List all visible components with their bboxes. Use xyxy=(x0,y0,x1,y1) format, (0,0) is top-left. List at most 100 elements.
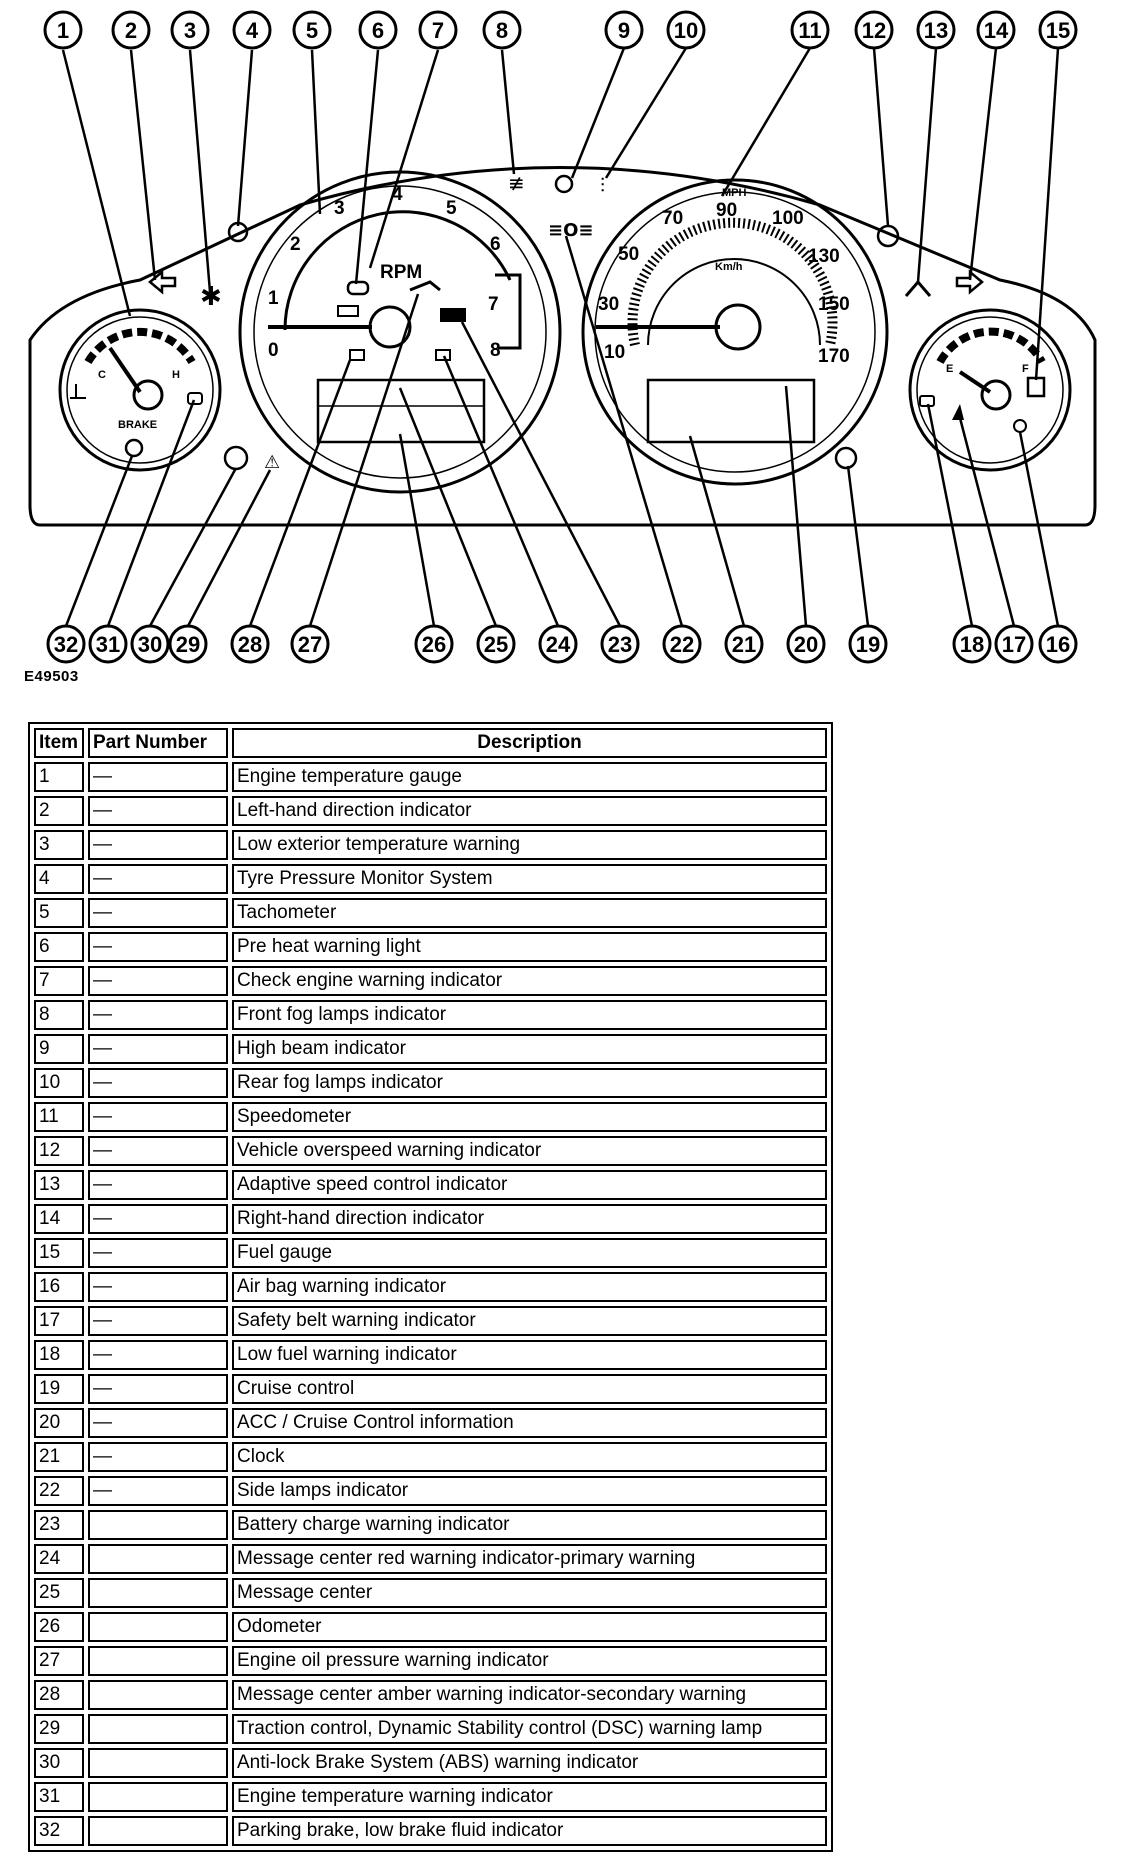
cell-item: 5 xyxy=(34,898,84,928)
svg-text:27: 27 xyxy=(298,632,322,657)
callout-12: 12 xyxy=(854,10,894,50)
cell-description: High beam indicator xyxy=(232,1034,827,1064)
speedo-kmh-unit: Km/h xyxy=(715,261,743,273)
cell-description: Message center amber warning indicator-s… xyxy=(232,1680,827,1710)
low-temp-icon: ✱ xyxy=(200,282,222,312)
cell-item: 25 xyxy=(34,1578,84,1608)
cell-item: 32 xyxy=(34,1816,84,1846)
header-part-number: Part Number xyxy=(88,728,228,758)
table-row: 10—Rear fog lamps indicator xyxy=(34,1068,827,1098)
temp-hot-label: H xyxy=(172,369,180,381)
cell-part-number: — xyxy=(88,1034,228,1064)
cell-description: Engine oil pressure warning indicator xyxy=(232,1646,827,1676)
high-beam-icon xyxy=(554,174,574,194)
cell-description: Adaptive speed control indicator xyxy=(232,1170,827,1200)
cell-description: Battery charge warning indicator xyxy=(232,1510,827,1540)
cell-item: 3 xyxy=(34,830,84,860)
speedo-tick-150: 150 xyxy=(818,294,850,315)
table-row: 15—Fuel gauge xyxy=(34,1238,827,1268)
callout-24: 24 xyxy=(538,624,578,664)
cell-description: Fuel gauge xyxy=(232,1238,827,1268)
table-row: 19—Cruise control xyxy=(34,1374,827,1404)
tacho-tick-2: 2 xyxy=(290,234,301,255)
cell-description: Message center xyxy=(232,1578,827,1608)
cell-description: Front fog lamps indicator xyxy=(232,1000,827,1030)
tacho-tick-8: 8 xyxy=(490,340,501,361)
amber-warning-icon xyxy=(349,349,365,361)
callouts-top: 1 2 3 4 5 6 7 8 9 10 11 12 13 14 15 xyxy=(43,10,1078,50)
callout-28: 28 xyxy=(230,624,270,664)
speedo-tick-90: 90 xyxy=(716,200,737,221)
cell-description: ACC / Cruise Control information xyxy=(232,1408,827,1438)
callout-14: 14 xyxy=(976,10,1016,50)
cell-description: Cruise control xyxy=(232,1374,827,1404)
svg-text:30: 30 xyxy=(138,632,162,657)
cell-description: Rear fog lamps indicator xyxy=(232,1068,827,1098)
cell-item: 18 xyxy=(34,1340,84,1370)
table-row: 6—Pre heat warning light xyxy=(34,932,827,962)
red-warning-icon xyxy=(435,349,451,361)
cell-description: Check engine warning indicator xyxy=(232,966,827,996)
table-row: 9—High beam indicator xyxy=(34,1034,827,1064)
battery-icon xyxy=(440,308,466,322)
callout-9: 9 xyxy=(604,10,644,50)
svg-text:5: 5 xyxy=(306,18,318,43)
cell-description: Odometer xyxy=(232,1612,827,1642)
cell-item: 4 xyxy=(34,864,84,894)
side-lamps-icon: ≡O≡ xyxy=(548,220,593,241)
brake-warning-icon xyxy=(124,438,144,458)
callout-23: 23 xyxy=(600,624,640,664)
callout-13: 13 xyxy=(916,10,956,50)
table-row: 1—Engine temperature gauge xyxy=(34,762,827,792)
callout-26: 26 xyxy=(414,624,454,664)
fuel-pump-icon xyxy=(1026,376,1046,398)
cell-part-number xyxy=(88,1646,228,1676)
callout-15: 15 xyxy=(1038,10,1078,50)
cell-part-number xyxy=(88,1544,228,1574)
tachometer: RPM 0 1 2 3 4 5 6 7 8 xyxy=(238,170,562,494)
fuel-full-label: F xyxy=(1022,363,1029,375)
speedo-tick-50: 50 xyxy=(618,244,639,265)
cruise-control-icon xyxy=(834,446,858,470)
seat-belt-icon xyxy=(952,404,964,420)
adaptive-speed-icon xyxy=(904,279,932,297)
table-row: 16—Air bag warning indicator xyxy=(34,1272,827,1302)
svg-text:19: 19 xyxy=(856,632,880,657)
cell-description: Speedometer xyxy=(232,1102,827,1132)
cell-part-number: — xyxy=(88,1306,228,1336)
callout-22: 22 xyxy=(662,624,702,664)
svg-text:28: 28 xyxy=(238,632,262,657)
tacho-tick-1: 1 xyxy=(268,288,279,309)
preheat-icon xyxy=(346,280,370,296)
cell-part-number: — xyxy=(88,1204,228,1234)
svg-text:21: 21 xyxy=(732,632,756,657)
table-row: 7—Check engine warning indicator xyxy=(34,966,827,996)
speedo-tick-170: 170 xyxy=(818,346,850,367)
cell-item: 19 xyxy=(34,1374,84,1404)
callout-5: 5 xyxy=(292,10,332,50)
cell-item: 9 xyxy=(34,1034,84,1064)
speedo-tick-100: 100 xyxy=(772,208,804,229)
svg-text:1: 1 xyxy=(57,18,69,43)
table-row: 18—Low fuel warning indicator xyxy=(34,1340,827,1370)
cell-item: 6 xyxy=(34,932,84,962)
speedo-tick-30: 30 xyxy=(598,294,619,315)
check-engine-icon xyxy=(337,305,359,317)
callout-10: 10 xyxy=(666,10,706,50)
cell-item: 16 xyxy=(34,1272,84,1302)
cell-item: 15 xyxy=(34,1238,84,1268)
speedo-mph-unit: MPH xyxy=(722,187,747,199)
speedo-tick-10: 10 xyxy=(604,342,625,363)
abs-icon xyxy=(223,445,249,471)
cell-description: Tyre Pressure Monitor System xyxy=(232,864,827,894)
cell-part-number: — xyxy=(88,966,228,996)
rear-fog-icon: ⫶ xyxy=(600,173,605,197)
callout-6: 6 xyxy=(358,10,398,50)
front-fog-icon: ≢ xyxy=(508,171,525,195)
table-row: 5—Tachometer xyxy=(34,898,827,928)
